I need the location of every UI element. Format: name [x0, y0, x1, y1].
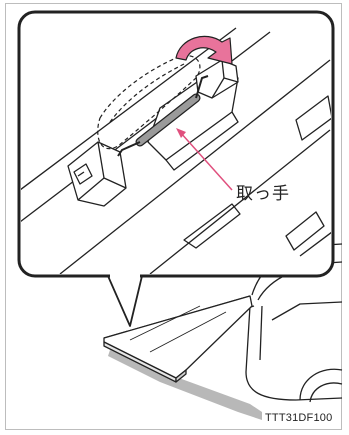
handle-label: 取っ手 [236, 186, 290, 203]
figure-code: TTT31DF100 [265, 413, 332, 424]
